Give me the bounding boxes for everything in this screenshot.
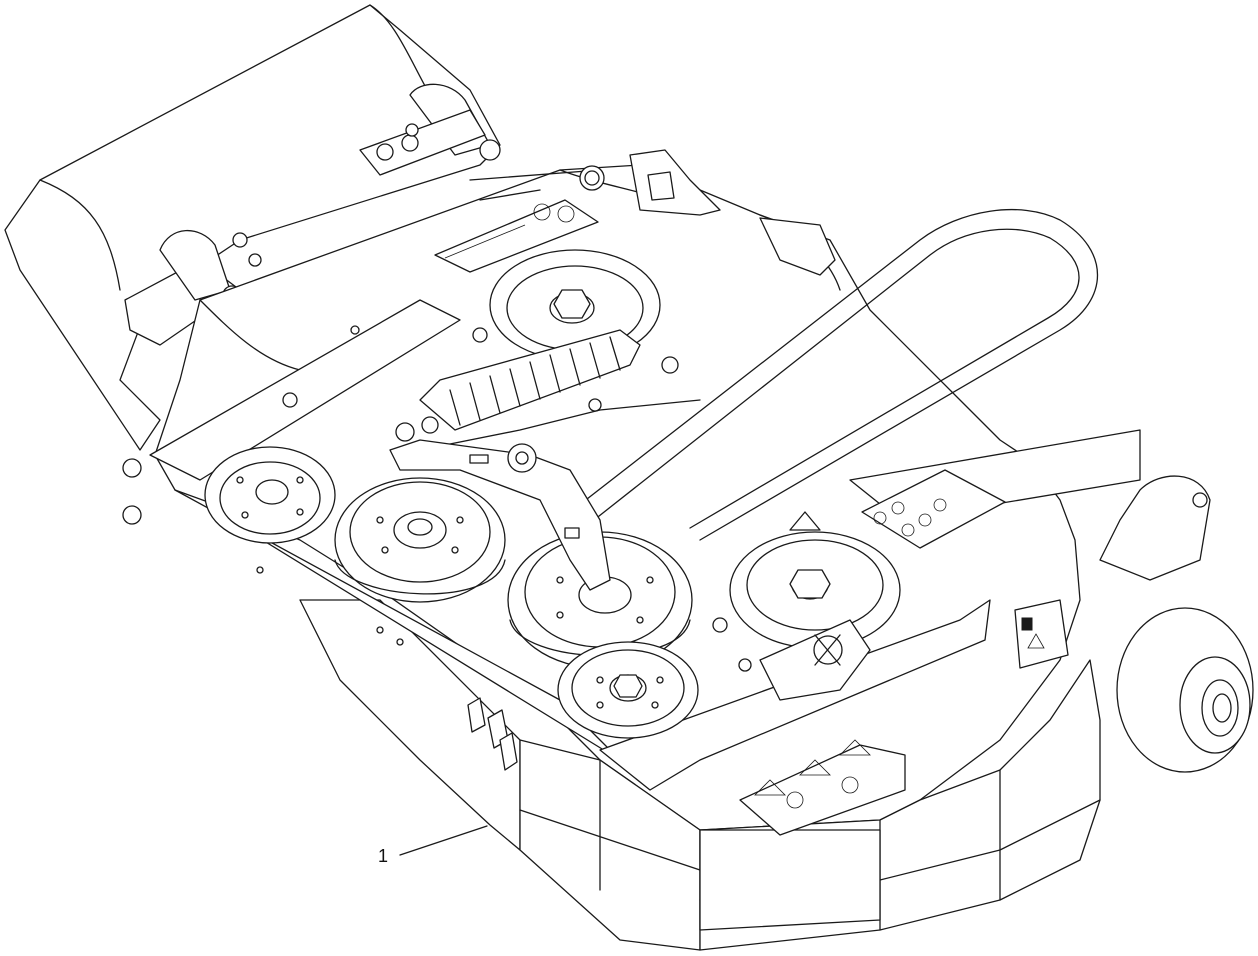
pulley-front-idler xyxy=(557,641,699,739)
decal-rear xyxy=(434,199,599,273)
callout-1: 1 xyxy=(378,825,488,866)
discharge-chute xyxy=(4,4,501,451)
front-bracket xyxy=(629,149,836,276)
decal-side-warning xyxy=(1014,599,1069,669)
decal-deck-plate xyxy=(861,469,1006,549)
deck-skirt xyxy=(299,599,1101,951)
pulley-left xyxy=(204,446,336,544)
decal-front-warnings xyxy=(739,739,906,836)
tension-spring xyxy=(419,329,641,434)
hardware-bolts xyxy=(282,327,752,672)
decal-warning-triangle xyxy=(789,511,821,531)
drive-belt xyxy=(419,209,1098,541)
pulley-center-left xyxy=(334,477,506,603)
idler-arm xyxy=(389,422,611,591)
rear-center-bracket xyxy=(759,619,871,701)
pulley-right xyxy=(729,531,901,649)
callout-label: 1 xyxy=(378,846,388,866)
anti-scalp-wheel xyxy=(1099,475,1254,773)
pulley-center xyxy=(507,531,693,669)
deck-side-marks xyxy=(467,697,518,771)
